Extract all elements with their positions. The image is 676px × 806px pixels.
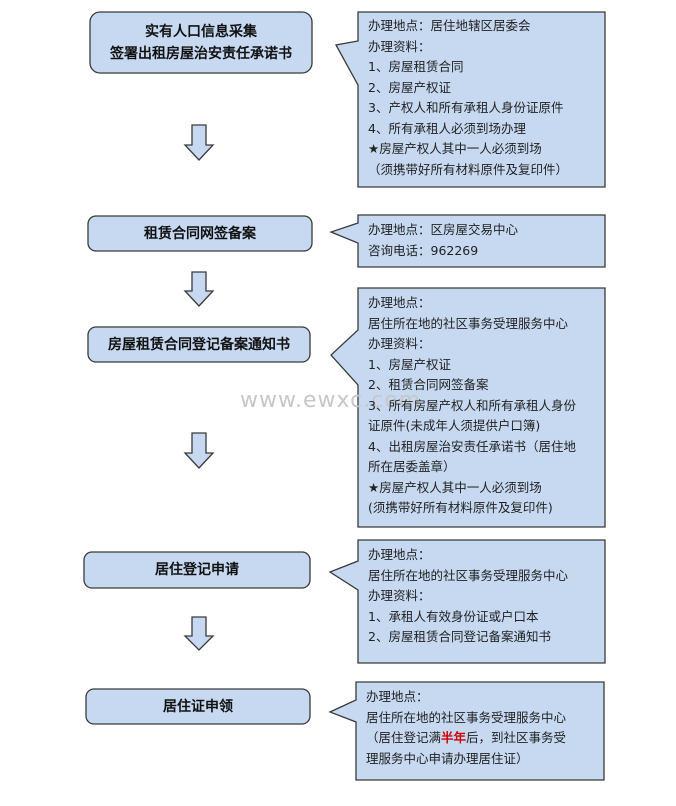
note-line: 办理地点：	[368, 547, 431, 562]
note-line: 4、所有承租人必须到场办理	[368, 120, 526, 136]
step-text: 租赁合同网签备案	[144, 225, 256, 242]
down-arrow-icon	[183, 124, 215, 161]
note-line: （须携带好所有材料原件及复印件）	[368, 161, 569, 177]
note-line: 办理资料：	[368, 38, 431, 54]
note-line: 3、所有房屋产权人和所有承租人身份	[368, 397, 576, 413]
highlight-text: 半年	[441, 730, 467, 745]
note-line: 4、出租房屋治安责任承诺书（居住地	[368, 438, 576, 454]
step-box-4	[83, 551, 311, 589]
note-line: （居住登记满半年后，到社区事务受	[366, 728, 566, 749]
step-5-label: 居住证申领	[86, 689, 310, 724]
down-arrow-icon	[183, 432, 215, 469]
step-box-3	[87, 326, 311, 363]
note-line: 居住所在地的社区事务受理服务中心	[366, 709, 567, 725]
note-3: 办理地点： 居住所在地的社区事务受理服务中心办理资料： 1、房屋产权证 2、租赁合同网…	[368, 293, 576, 519]
note-line: 2、房屋产权证	[368, 79, 451, 95]
down-arrow-icon	[183, 616, 215, 651]
step-text: 房屋租赁合同登记备案通知书	[108, 336, 290, 353]
step-box-5	[85, 688, 311, 725]
watermark: www.ewxc.com	[240, 388, 422, 413]
callout-box-5	[328, 681, 605, 781]
note-line: 咨询电话：962269	[368, 242, 479, 258]
note-line: 2、租赁合同网签备案	[368, 377, 489, 392]
note-4: 办理地点： 居住所在地的社区事务受理服务中心办理资料： 1、承租人有效身份证或户口本…	[368, 545, 568, 648]
step-box-2	[87, 215, 313, 252]
callout-box-1	[334, 11, 606, 188]
note-line: 1、房屋产权证	[368, 356, 451, 372]
note-line: 2、房屋租赁合同登记备案通知书	[368, 629, 551, 644]
note-line: ★房屋产权人其中一人必须到场	[368, 479, 542, 495]
note-line: (须携带好所有材料原件及复印件)	[368, 500, 553, 515]
note-text: 后，到社区事务受	[466, 730, 567, 745]
step-text: 居住登记申请	[155, 562, 239, 578]
note-line: 办理地点：区房屋交易中心	[368, 222, 519, 237]
step-text: 居住证申领	[163, 698, 233, 715]
note-line: 居住所在地的社区事务受理服务中心	[368, 315, 569, 331]
step-1-label: 实有人口信息采集 签署出租房屋治安责任承诺书	[90, 12, 312, 73]
note-5: 办理地点： 居住所在地的社区事务受理服务中心 （居住登记满半年后，到社区事务受 …	[366, 687, 566, 769]
note-line: 证原件(未成年人须提供户口簿)	[368, 418, 541, 433]
step-3-label: 房屋租赁合同登记备案通知书	[88, 327, 310, 362]
note-line: 办理地点：	[368, 295, 431, 310]
note-line: 办理资料：	[368, 588, 431, 603]
callout-box-3	[330, 287, 606, 528]
note-text: （居住登记满	[366, 730, 442, 745]
note-line: 办理地点：居住地辖区居委会	[368, 18, 531, 33]
note-line: 1、房屋租赁合同	[368, 59, 464, 74]
note-line: 办理资料：	[368, 336, 431, 351]
step-2-label: 租赁合同网签备案	[88, 216, 312, 251]
note-2: 办理地点：区房屋交易中心咨询电话：962269	[368, 220, 518, 261]
note-line: 办理地点：	[366, 689, 429, 704]
note-line: 理服务中心申请办理居住证）	[366, 750, 529, 766]
step-4-label: 居住登记申请	[84, 552, 310, 588]
step-box-1	[89, 11, 313, 74]
note-1: 办理地点：居住地辖区居委会办理资料： 1、房屋租赁合同 2、房屋产权证 3、产权人和所…	[368, 16, 568, 180]
note-line: ★房屋产权人其中一人必须到场	[368, 141, 542, 156]
down-arrow-icon	[183, 271, 215, 307]
note-line: 居住所在地的社区事务受理服务中心	[368, 567, 569, 583]
step-text: 签署出租房屋治安责任承诺书	[110, 45, 292, 62]
callout-box-2	[329, 214, 606, 268]
note-line: 所在居委盖章）	[368, 459, 456, 474]
note-line: 1、承租人有效身份证或户口本	[368, 608, 539, 624]
callout-box-4	[328, 539, 606, 664]
step-text: 实有人口信息采集	[145, 23, 257, 40]
note-line: 3、产权人和所有承租人身份证原件	[368, 100, 564, 115]
